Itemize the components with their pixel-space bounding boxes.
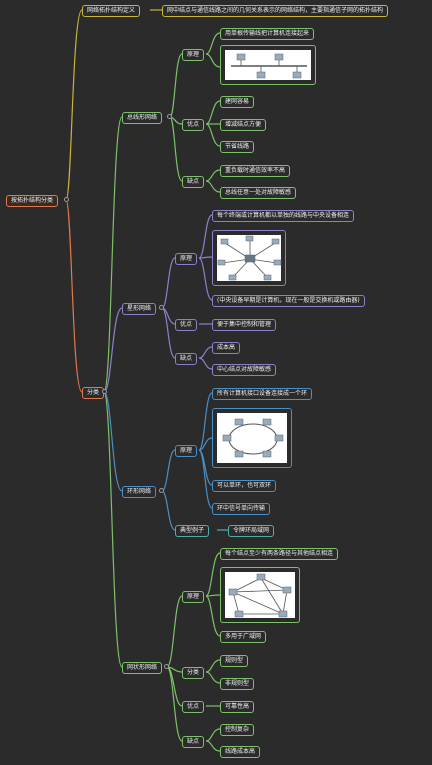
bus-adv-item[interactable]: 建网容易 [220, 96, 255, 108]
star-topology-image [212, 230, 286, 286]
mesh-advantages-node[interactable]: 优点 [182, 701, 205, 713]
star-principle-note[interactable]: (中央设备早期是计算机，现在一般是交换机或路由器) [212, 295, 365, 307]
star-dis-item[interactable]: 中心结点对故障敏感 [212, 364, 277, 376]
mesh-dis-item[interactable]: 控制复杂 [220, 724, 255, 736]
bus-adv-item[interactable]: 节省线路 [220, 141, 255, 153]
mesh-network-node[interactable]: 网状形网络 [122, 662, 163, 674]
mesh-principle-text[interactable]: 每个结点至少有两条路径与其他结点相连 [220, 548, 339, 560]
ring-topology-image [212, 408, 292, 468]
bus-adv-item[interactable]: 增减结点方便 [220, 119, 267, 131]
classification-node[interactable]: 分类 [82, 387, 105, 399]
mesh-types-node[interactable]: 分类 [182, 667, 205, 679]
bus-topology-image [220, 45, 316, 85]
bus-principle-node[interactable]: 原理 [182, 49, 205, 61]
collapse-dot[interactable] [159, 305, 164, 310]
mesh-topology-diagram [228, 573, 292, 618]
mesh-adv-item[interactable]: 可靠性高 [220, 701, 255, 713]
collapse-dot[interactable] [159, 488, 164, 493]
star-network-node[interactable]: 星形网络 [122, 303, 157, 315]
star-adv-item[interactable]: 便于集中控制和管理 [212, 319, 277, 331]
bus-principle-text[interactable]: 用单根传输线把计算机连接起来 [220, 28, 315, 40]
bus-dis-item[interactable]: 重负载时通信效率不高 [220, 165, 291, 177]
ring-principle-text[interactable]: 所有计算机接口设备连接成一个环 [212, 388, 313, 400]
collapse-dot[interactable] [102, 389, 107, 394]
collapse-dot[interactable] [164, 664, 169, 669]
star-principle-text[interactable]: 每个终端或计算机都以单独的线路与中央设备相连 [212, 210, 355, 222]
bus-network-node[interactable]: 总线形网络 [122, 112, 163, 124]
star-advantages-node[interactable]: 优点 [175, 319, 198, 331]
ring-topology-diagram [222, 418, 284, 458]
collapse-dot[interactable] [64, 197, 69, 202]
mesh-principle-node[interactable]: 原理 [182, 591, 205, 603]
ring-item[interactable]: 可以单环，也可双环 [212, 480, 277, 492]
mesh-topology-image [220, 567, 300, 623]
ring-principle-node[interactable]: 原理 [175, 445, 198, 457]
mesh-principle-note[interactable]: 多用于广域网 [220, 631, 267, 643]
star-principle-node[interactable]: 原理 [175, 253, 198, 265]
ring-item[interactable]: 环中信号单向传输 [212, 503, 271, 515]
definition-text[interactable]: 网中结点与通信线路之间的几何关系表示的网络结构，主要指通信子网的拓扑结构 [162, 5, 389, 17]
bus-disadvantages-node[interactable]: 缺点 [182, 176, 205, 188]
definition-node[interactable]: 网络拓扑结构定义 [82, 5, 141, 17]
bus-dis-item[interactable]: 总线任意一处对故障敏感 [220, 187, 297, 199]
ring-network-node[interactable]: 环形网络 [122, 486, 157, 498]
bus-advantages-node[interactable]: 优点 [182, 119, 205, 131]
root-node[interactable]: 按拓扑结构分类 [6, 195, 59, 207]
star-disadvantages-node[interactable]: 缺点 [175, 353, 198, 365]
mesh-type-item[interactable]: 非规则型 [220, 678, 255, 690]
star-dis-item[interactable]: 成本高 [212, 342, 241, 354]
collapse-dot[interactable] [167, 114, 172, 119]
ring-example-text[interactable]: 令牌环局域网 [228, 525, 275, 537]
mesh-disadvantages-node[interactable]: 缺点 [182, 736, 205, 748]
mesh-type-item[interactable]: 规则型 [220, 655, 249, 667]
bus-topology-diagram [231, 53, 307, 79]
star-topology-diagram [217, 235, 282, 281]
ring-example-node[interactable]: 典型例子 [175, 525, 210, 537]
mesh-dis-item[interactable]: 线路成本高 [220, 746, 261, 758]
